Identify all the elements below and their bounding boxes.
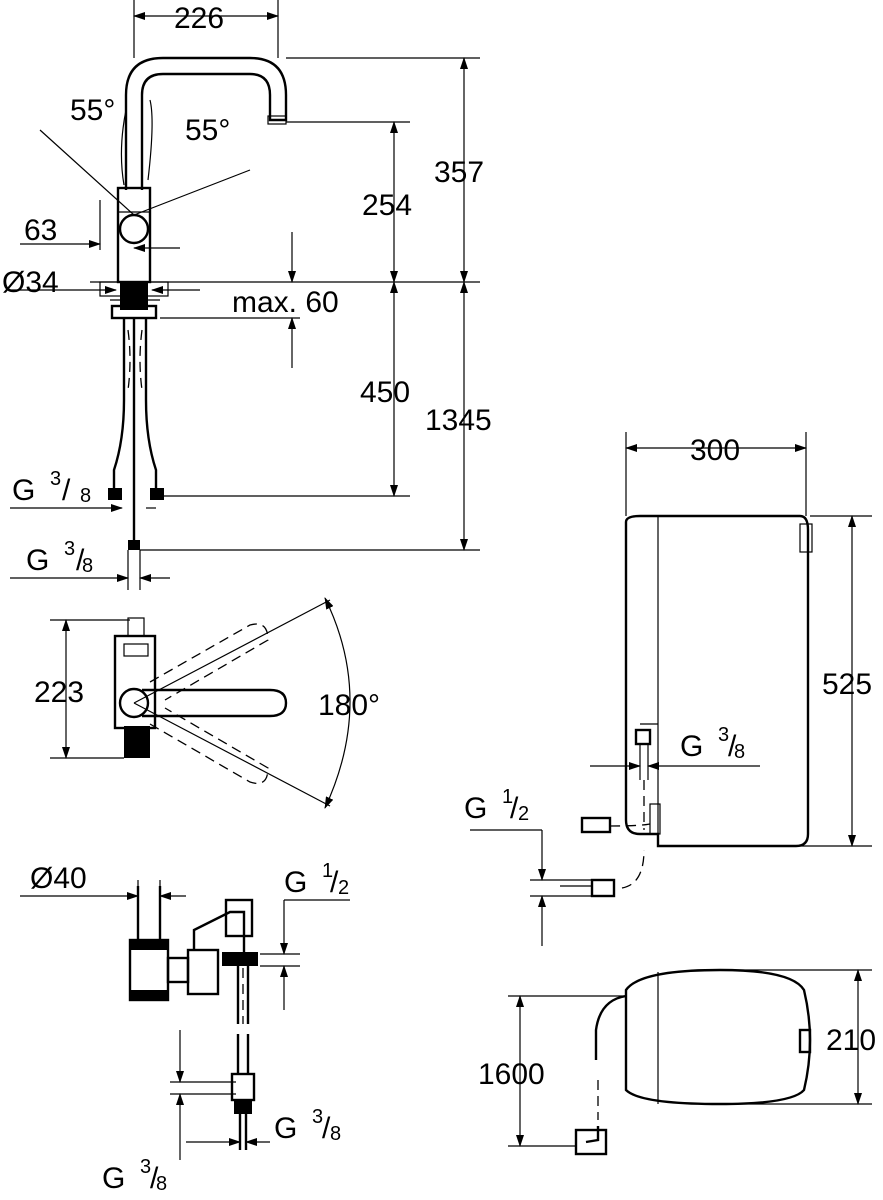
svg-text:3: 3 [718, 724, 729, 746]
dim-angle-left: 55° [70, 94, 115, 127]
svg-text:8: 8 [80, 485, 91, 507]
thread-label-b: G 3 / 8 [26, 538, 93, 577]
svg-text:8: 8 [330, 1123, 341, 1145]
svg-text:G: G [274, 1112, 297, 1145]
thread-label-g: G 1 / 2 [464, 786, 529, 825]
dim-450: 450 [360, 376, 410, 409]
faucet-front-view: 226 55° 55° 254 357 63 Ø34 max. 60 450 1… [2, 0, 492, 590]
svg-text:8: 8 [734, 741, 745, 763]
svg-text:1: 1 [502, 786, 513, 808]
faucet-body [116, 186, 152, 284]
dim-226: 226 [174, 2, 224, 35]
thread-label-c: G 1 / 2 [284, 860, 349, 899]
dim-diam-40: Ø40 [30, 862, 87, 895]
svg-text:3: 3 [312, 1106, 323, 1128]
svg-text:3: 3 [50, 468, 61, 490]
thread-label-d: G 3 / 8 [102, 1156, 167, 1195]
svg-text:/: / [322, 1112, 331, 1145]
dim-1600: 1600 [478, 1058, 545, 1091]
svg-text:G: G [284, 866, 307, 899]
svg-text:/: / [728, 730, 737, 763]
svg-text:G: G [102, 1162, 125, 1195]
svg-text:G: G [464, 792, 487, 825]
svg-text:/: / [510, 792, 519, 825]
dim-1345: 1345 [425, 404, 492, 437]
hose-right [144, 318, 158, 496]
dim-180: 180° [318, 689, 380, 722]
dim-angle-right: 55° [185, 114, 230, 147]
svg-text:8: 8 [156, 1173, 167, 1195]
svg-text:2: 2 [338, 877, 349, 899]
svg-text:8: 8 [82, 555, 93, 577]
svg-text:/: / [150, 1162, 159, 1195]
valve-assembly: Ø40 G 1 / 2 G 3 / 8 G 3 / 8 [20, 860, 350, 1195]
faucet-spout [124, 56, 288, 190]
dim-254: 254 [362, 189, 412, 222]
thread-label-e: G 3 / 8 [274, 1106, 341, 1145]
boiler-side-view: 300 525 G 3 / 8 G 1 / 2 [464, 432, 872, 946]
svg-text:G: G [680, 730, 703, 763]
boiler-side-outline [624, 514, 810, 848]
dim-210: 210 [826, 1024, 876, 1057]
side-body [113, 634, 157, 730]
svg-text:2: 2 [518, 803, 529, 825]
svg-text:3: 3 [64, 538, 75, 560]
faucet-lever-hub [118, 213, 150, 245]
thread-label-f: G 3 / 8 [680, 724, 745, 763]
dim-223: 223 [34, 676, 84, 709]
side-lever [142, 688, 288, 718]
spout-outlet [267, 115, 287, 125]
svg-text:/: / [62, 474, 71, 507]
dim-357: 357 [434, 156, 484, 189]
boiler-top-outline [624, 968, 812, 1106]
svg-text:1: 1 [322, 860, 333, 882]
svg-text:G: G [12, 474, 35, 507]
dim-525: 525 [822, 668, 872, 701]
svg-text:/: / [76, 544, 85, 577]
dim-63: 63 [24, 214, 57, 247]
thread-label-a: G 3 / 8 [12, 468, 91, 507]
dim-diam-34: Ø34 [2, 266, 59, 299]
dim-max-60: max. 60 [232, 286, 339, 319]
boiler-top-view: 1600 210 [478, 968, 876, 1156]
svg-text:3: 3 [140, 1156, 151, 1178]
svg-text:/: / [330, 866, 339, 899]
dim-300: 300 [690, 434, 740, 467]
faucet-side-view: 223 180° [34, 597, 380, 809]
hose-left [112, 318, 126, 496]
svg-text:G: G [26, 544, 49, 577]
